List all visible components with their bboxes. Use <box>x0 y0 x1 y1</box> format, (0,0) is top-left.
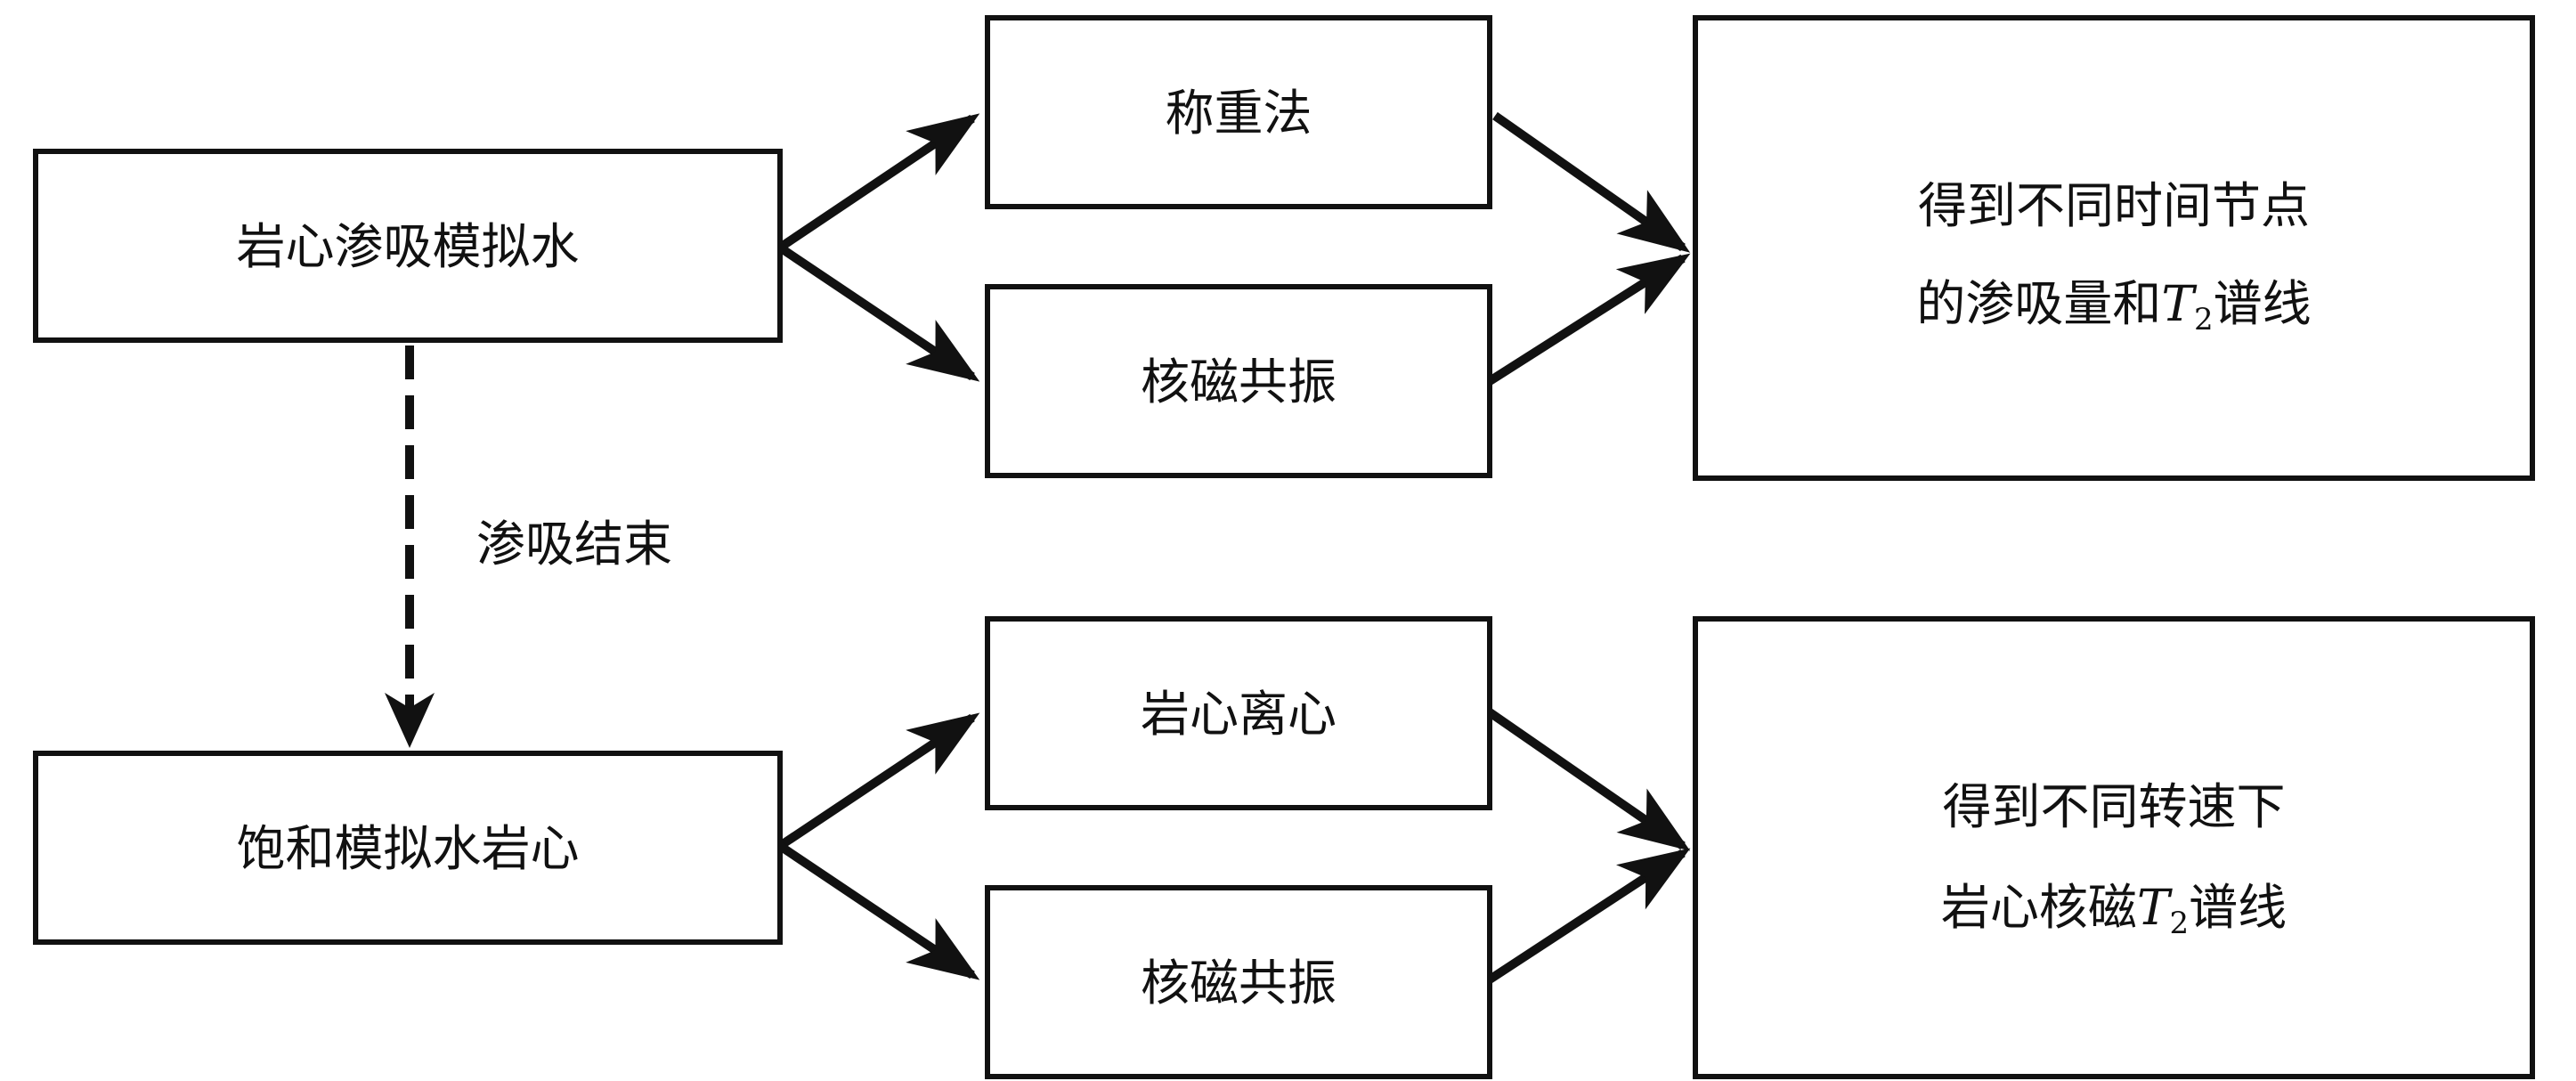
connectors <box>385 111 1691 984</box>
arrow-imbibition-to-nmr-top <box>777 243 980 382</box>
arrow-nmr-top-to-result-top <box>1487 253 1691 386</box>
node-result-top-line2: 的渗吸量和T2谱线 <box>1916 275 2311 337</box>
node-result-bottom-line2: 岩心核磁T2谱线 <box>1941 879 2287 941</box>
node-weighing-label: 称重法 <box>1165 85 1312 142</box>
t2-subscript-top: 2 <box>2194 302 2214 337</box>
arrow-weighing-to-result-top <box>1492 111 1691 253</box>
node-nmr-bottom: 核磁共振 <box>985 885 1492 1079</box>
t2-symbol-top: T <box>2161 275 2198 332</box>
arrow-imbibition-to-weighing <box>777 113 980 252</box>
node-nmr-top: 核磁共振 <box>985 284 1492 478</box>
result-bottom-line2-suffix: 谱线 <box>2189 879 2287 936</box>
node-result-top: 得到不同时间节点 的渗吸量和T2谱线 <box>1693 15 2535 481</box>
node-nmr-bottom-label: 核磁共振 <box>1141 955 1337 1012</box>
arrow-nmr-bottom-to-result-bottom <box>1487 848 1691 984</box>
result-top-line2-suffix: 谱线 <box>2214 275 2312 332</box>
arrow-centrifuge-to-result-bottom <box>1487 708 1691 851</box>
node-centrifuge-label: 岩心离心 <box>1141 686 1337 743</box>
node-saturated-label: 饱和模拟水岩心 <box>236 820 579 877</box>
edge-label-imbibition-end: 渗吸结束 <box>476 516 672 573</box>
dashed-arrow-head <box>385 693 435 748</box>
node-result-bottom: 得到不同转速下 岩心核磁T2谱线 <box>1693 616 2535 1079</box>
node-result-top-line1: 得到不同时间节点 <box>1918 177 2310 234</box>
node-imbibition-label: 岩心渗吸模拟水 <box>236 218 579 275</box>
node-centrifuge: 岩心离心 <box>985 616 1492 810</box>
node-weighing: 称重法 <box>985 15 1492 209</box>
node-nmr-top-label: 核磁共振 <box>1141 354 1337 410</box>
node-result-bottom-line1: 得到不同转速下 <box>1942 778 2285 835</box>
arrow-saturated-to-centrifuge <box>777 712 980 850</box>
arrow-saturated-to-nmr-bottom <box>777 841 980 980</box>
t2-symbol-bottom: T <box>2137 879 2174 936</box>
t2-subscript-bottom: 2 <box>2170 906 2190 941</box>
result-top-line2-prefix: 的渗吸量和 <box>1916 275 2161 332</box>
node-imbibition: 岩心渗吸模拟水 <box>33 149 783 343</box>
result-bottom-line2-prefix: 岩心核磁 <box>1941 879 2137 936</box>
node-saturated: 饱和模拟水岩心 <box>33 751 783 945</box>
